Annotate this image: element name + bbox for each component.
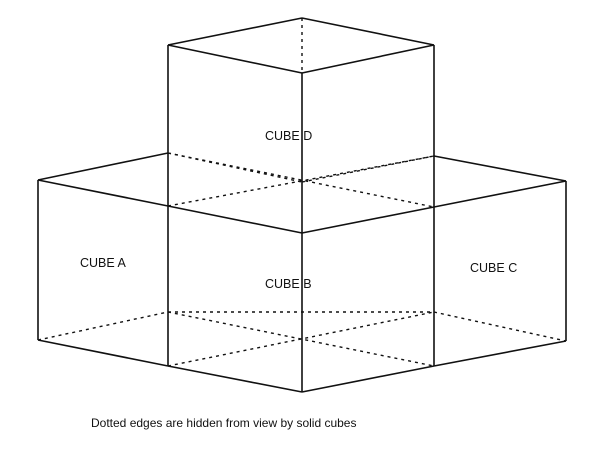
cube-c-label: CUBE C xyxy=(470,261,517,275)
edge-b-bottom-left xyxy=(167,365,303,393)
cube-a-label: CUBE A xyxy=(80,256,127,270)
edge-d-top-left-back xyxy=(167,17,303,46)
edge-b-bottom-right xyxy=(301,365,435,393)
cube-b-label: CUBE B xyxy=(265,277,312,291)
edge-a-bottom-front xyxy=(37,339,169,367)
visible-edges xyxy=(37,17,567,393)
hidden-edge-d-bottom-diag-1 xyxy=(167,155,435,207)
hidden-edge-d-bottom-diag-2 xyxy=(167,152,435,208)
edge-a-top-front xyxy=(37,179,169,207)
edge-c-top-front xyxy=(433,180,567,208)
cube-d-label: CUBE D xyxy=(265,129,312,143)
hidden-edges xyxy=(37,18,567,367)
edge-d-top-left-front xyxy=(167,44,303,74)
edge-c-bottom-front xyxy=(433,340,567,367)
edge-d-top-right-back xyxy=(301,17,435,46)
hidden-edge-d-bottom-left xyxy=(167,152,303,183)
edge-c-top-back xyxy=(433,155,567,182)
hidden-edge-base-right xyxy=(433,311,567,342)
edge-b-top-left xyxy=(167,205,303,234)
hidden-edge-base-left xyxy=(37,311,169,341)
edge-d-top-right-front xyxy=(301,44,435,74)
edge-b-top-right xyxy=(301,206,435,234)
hidden-edge-b-base-diag-2 xyxy=(167,311,435,367)
edge-a-top-back xyxy=(37,152,169,181)
caption: Dotted edges are hidden from view by sol… xyxy=(91,416,356,430)
hidden-edge-d-bottom-right xyxy=(301,155,435,183)
